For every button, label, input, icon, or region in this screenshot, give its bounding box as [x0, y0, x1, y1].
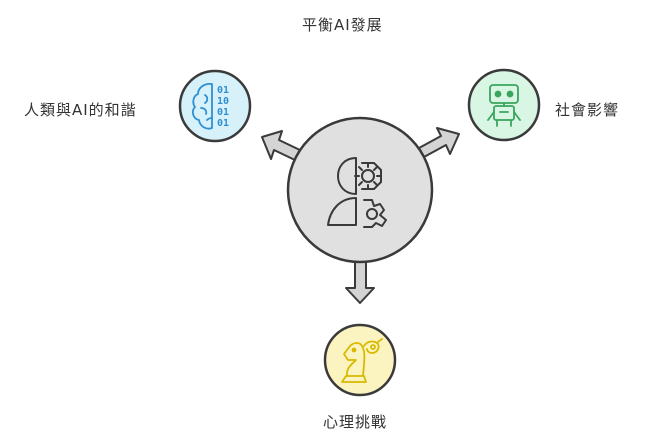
chess-knight-robot-icon	[341, 338, 383, 383]
center-node	[286, 116, 434, 264]
node-label-social-impact: 社會影響	[555, 101, 620, 119]
node-harmony: 01 10 01 01	[178, 69, 252, 143]
brain-binary-icon	[192, 82, 213, 130]
head-gears-icon	[327, 157, 387, 228]
robot-icon	[487, 84, 521, 127]
svg-text:10: 10	[217, 96, 229, 107]
svg-text:01: 01	[217, 85, 229, 96]
diagram-title: 平衡AI發展	[302, 16, 383, 34]
node-label-psychological-challenges: 心理挑戰	[323, 413, 388, 431]
node-psychological-challenges	[323, 323, 397, 397]
svg-text:01: 01	[217, 118, 229, 129]
arrow-to-psychological-challenges	[345, 261, 375, 304]
svg-text:01: 01	[217, 107, 229, 118]
node-social-impact	[467, 68, 541, 142]
arrow-to-social-impact	[418, 127, 460, 158]
node-label-harmony: 人類與AI的和諧	[24, 101, 137, 119]
